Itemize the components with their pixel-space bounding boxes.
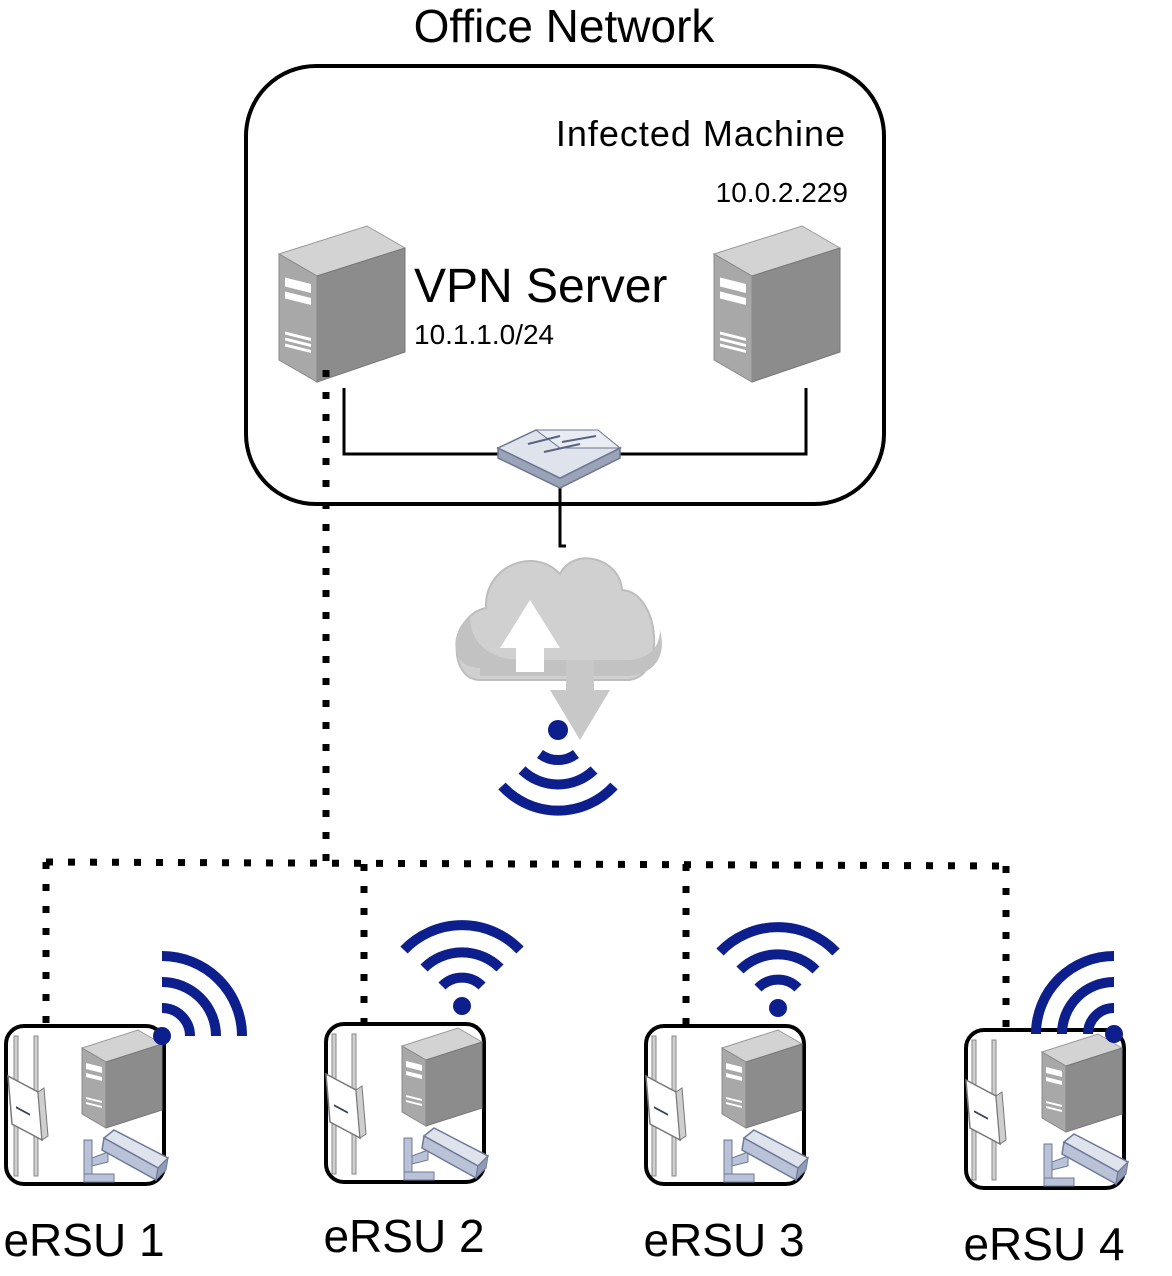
internet-cloud-icon [455, 557, 662, 740]
infected-machine-icon [713, 225, 841, 383]
vpn-server-subnet: 10.1.1.0/24 [414, 319, 554, 350]
vpn-server-icon [278, 225, 406, 383]
ersu-3-node [644, 922, 840, 1186]
ersu-1-label: eRSU 1 [3, 1214, 164, 1266]
vpn-to-switch-link [342, 388, 500, 456]
ersu-3-label: eRSU 3 [643, 1214, 804, 1266]
ersu-2-label: eRSU 2 [323, 1210, 484, 1262]
network-switch-icon [496, 429, 623, 489]
infected-machine-ip: 10.0.2.229 [716, 177, 848, 208]
infected-machine-label: Infected Machine [556, 113, 846, 154]
ersu-1-node [4, 951, 247, 1186]
ersu-4-label: eRSU 4 [963, 1218, 1124, 1270]
central-wifi-icon [498, 720, 618, 816]
office-network-title: Office Network [414, 0, 716, 52]
switch-to-cloud-link [558, 478, 566, 548]
ersu-4-node [964, 951, 1129, 1190]
vpn-server-label: VPN Server [414, 260, 667, 313]
vpn-tunnel-links [42, 370, 1010, 1030]
office-network-boundary [244, 64, 886, 506]
infected-to-switch-link [618, 388, 808, 456]
ersu-2-node [324, 920, 524, 1184]
